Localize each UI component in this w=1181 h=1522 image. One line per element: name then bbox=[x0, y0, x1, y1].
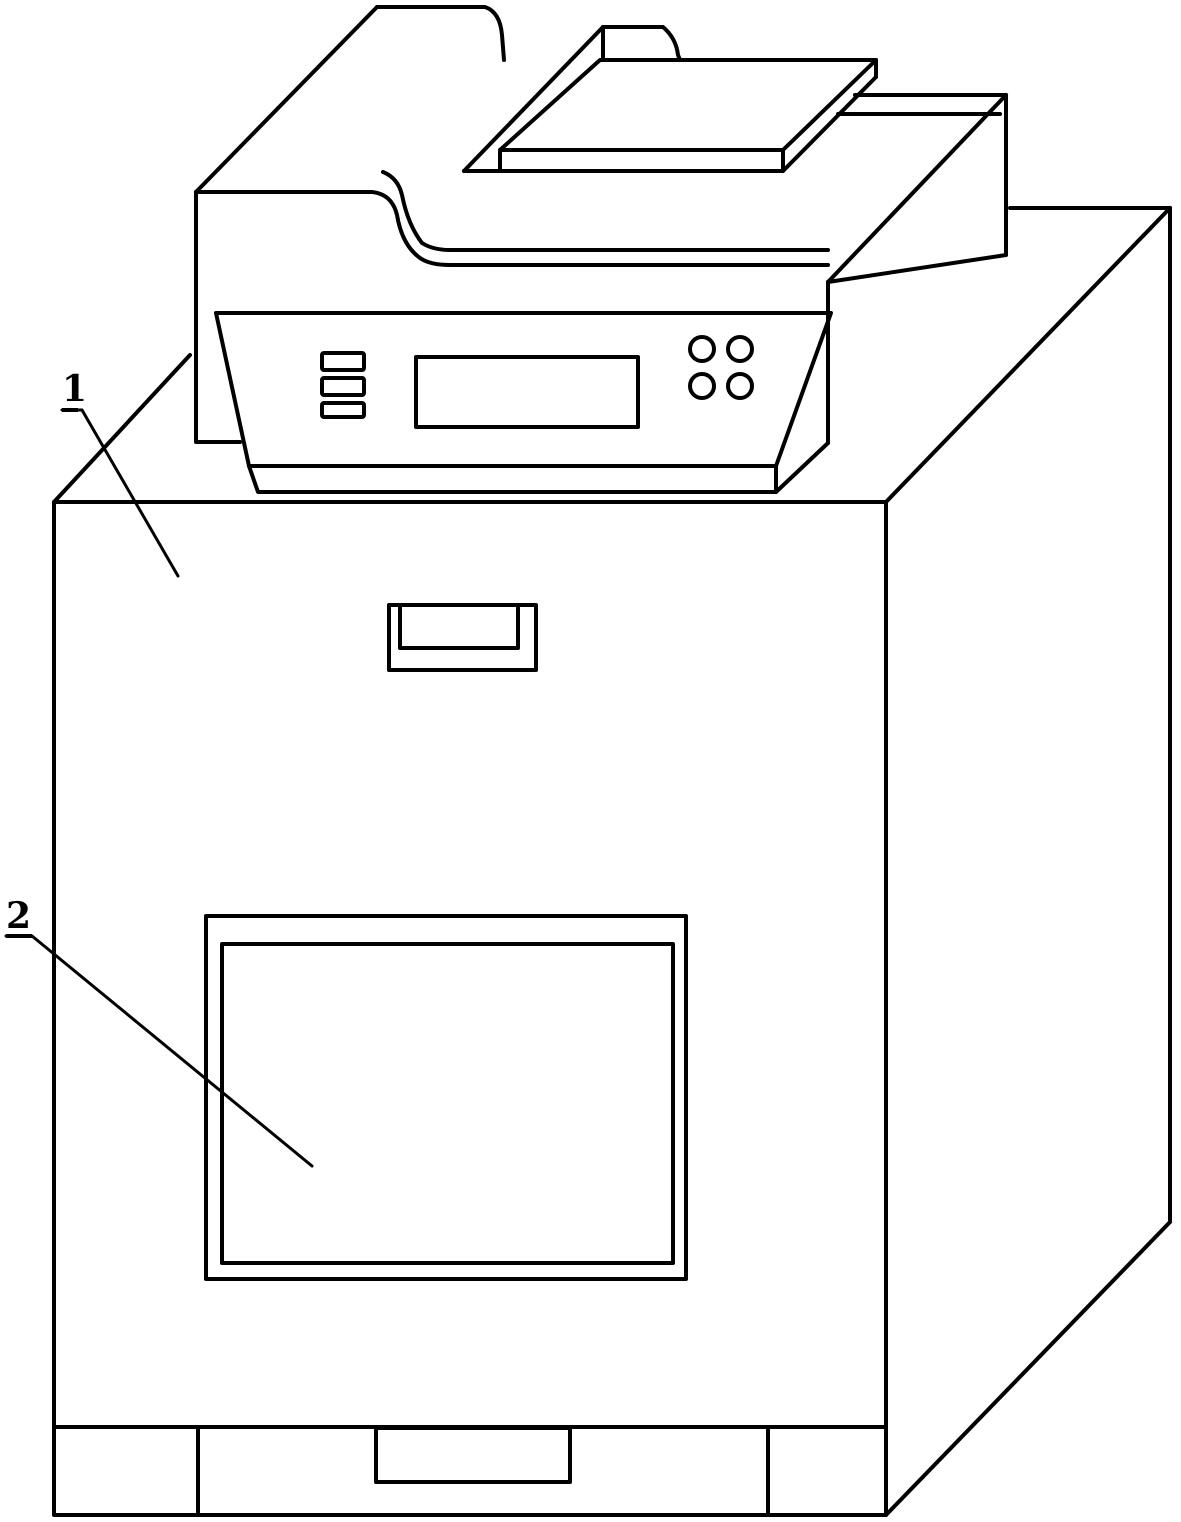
panel-button-3[interactable] bbox=[320, 401, 366, 419]
panel-key-3[interactable] bbox=[688, 372, 716, 400]
feeder-tray-front-thickness bbox=[498, 148, 785, 173]
panel-key-2[interactable] bbox=[726, 335, 754, 363]
feeder-tray-left-outer bbox=[462, 25, 605, 173]
cabinet-bottom-right-edge bbox=[884, 1220, 1172, 1517]
reference-label-1-underline bbox=[62, 408, 78, 412]
leader-line-1 bbox=[60, 408, 180, 578]
output-tray-diagonal bbox=[826, 93, 1008, 284]
panel-key-4[interactable] bbox=[726, 372, 754, 400]
reference-label-1: 1 bbox=[62, 368, 88, 410]
printer-right-bottom-diag bbox=[774, 441, 830, 494]
cabinet bbox=[52, 206, 1172, 1517]
cabinet-handle-inner bbox=[398, 605, 520, 650]
cabinet-top-right-edge bbox=[884, 206, 1172, 504]
panel-key-1[interactable] bbox=[688, 335, 716, 363]
printer bbox=[194, 5, 1008, 494]
front-door-frame[interactable] bbox=[204, 914, 688, 1281]
printer-body-top-curve-inner bbox=[381, 170, 830, 252]
front-door-window bbox=[220, 942, 675, 1265]
panel-button-2[interactable] bbox=[320, 376, 366, 397]
leader-line-2 bbox=[4, 934, 314, 1168]
printer-top-back-edge bbox=[375, 5, 506, 62]
reference-label-2: 2 bbox=[6, 895, 32, 937]
feeder-arm bbox=[601, 25, 682, 62]
base-center-recess bbox=[374, 1426, 572, 1484]
panel-display-screen bbox=[414, 355, 640, 429]
control-panel-base bbox=[247, 464, 778, 494]
reference-label-2-underline bbox=[6, 934, 32, 938]
cabinet-front-face bbox=[52, 500, 888, 1517]
panel-button-1[interactable] bbox=[320, 351, 366, 372]
printer-top-left-edge bbox=[194, 5, 379, 194]
feeder-tray-right-thickness bbox=[781, 75, 878, 173]
printer-body-top-curve bbox=[194, 190, 830, 267]
cabinet-top-left-edge bbox=[52, 353, 192, 504]
cabinet-handle-outer[interactable] bbox=[387, 603, 538, 672]
